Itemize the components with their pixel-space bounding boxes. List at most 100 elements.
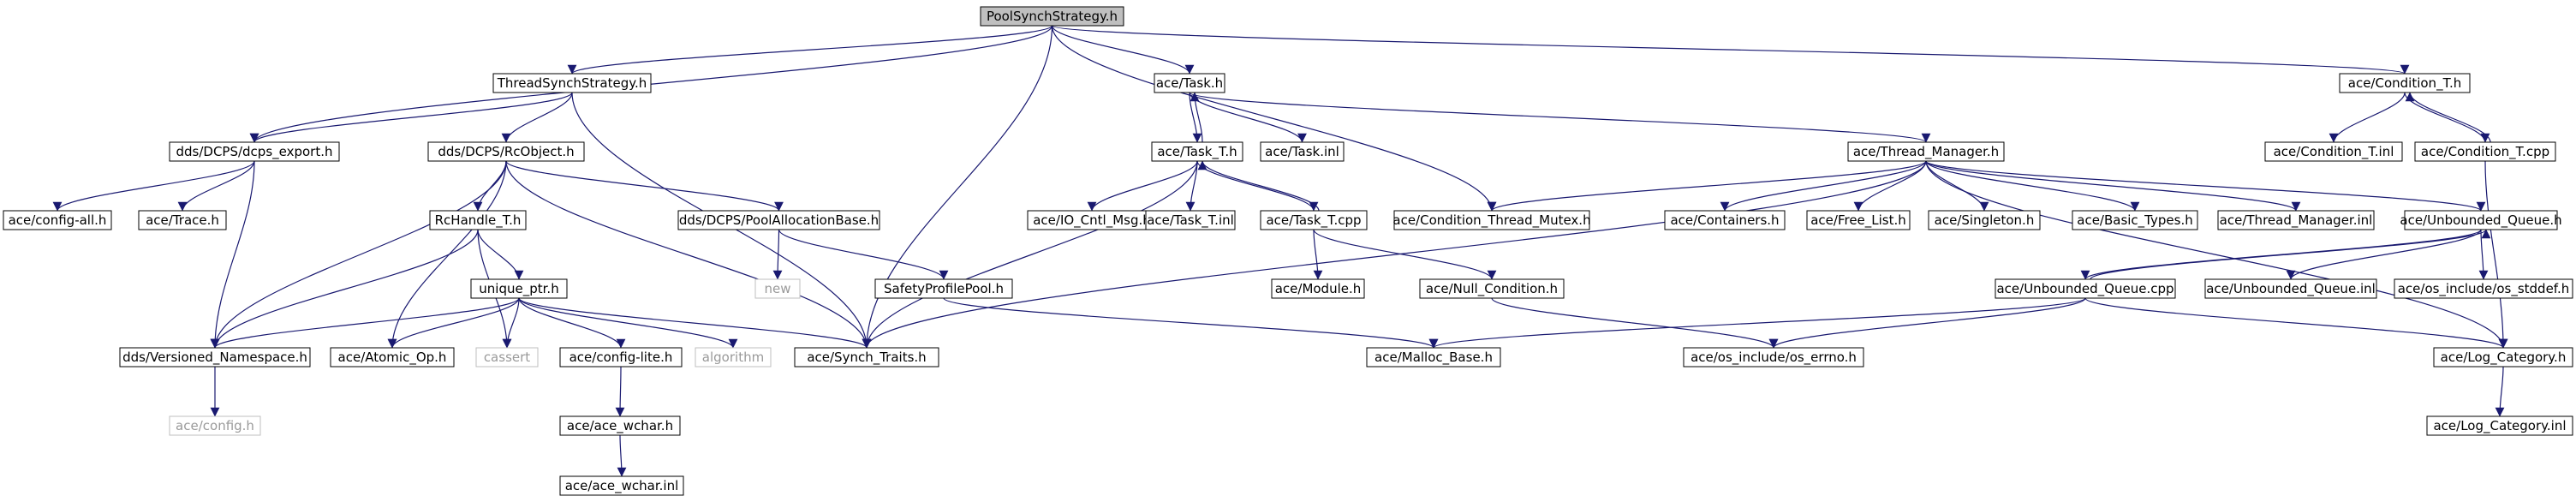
edge-n_dcps_export-to-n_trace — [177, 160, 255, 212]
graph-node-ace-wchar[interactable]: ace/ace_wchar.h — [559, 415, 681, 436]
node-box — [980, 6, 1124, 27]
edge-n_root-to-n_tss — [567, 25, 1053, 75]
node-box — [1393, 210, 1590, 230]
edge-n_cond_t-to-n_cond_t_inl — [2329, 92, 2406, 143]
graph-node-config-lite[interactable]: ace/config-lite.h — [559, 347, 683, 368]
edge-n_tss-to-n_rcobject — [501, 92, 573, 143]
edge-n_root-to-n_dcps_export — [249, 25, 1053, 143]
graph-node-atomic-op[interactable]: ace/Atomic_Op.h — [330, 347, 455, 368]
node-box — [1683, 347, 1864, 368]
graph-node-free-list[interactable]: ace/Free_List.h — [1806, 210, 1911, 230]
node-label: ace/Task.inl — [1265, 144, 1339, 159]
graph-node-task-inl[interactable]: ace/Task.inl — [1260, 141, 1345, 162]
graph-node-cond-t[interactable]: ace/Condition_T.h — [2339, 73, 2471, 93]
graph-node-cond-t-cpp[interactable]: ace/Condition_T.cpp — [2414, 141, 2556, 162]
graph-node-tss[interactable]: ThreadSynchStrategy.h — [492, 73, 652, 93]
graph-node-io-cntl[interactable]: ace/IO_Cntl_Msg.h — [1027, 210, 1157, 230]
graph-node-safety[interactable]: SafetyProfilePool.h — [874, 278, 1013, 299]
graph-node-task-t[interactable]: ace/Task_T.h — [1151, 141, 1243, 162]
graph-node-anet-task[interactable]: ace/Task.h — [1154, 73, 1225, 93]
graph-node-config-all[interactable]: ace/config-all.h — [3, 210, 112, 230]
graph-node-pool-alloc[interactable]: dds/DCPS/PoolAllocationBase.h — [677, 210, 880, 230]
node-label: ace/Condition_T.inl — [2274, 144, 2394, 160]
node-label: dds/Versioned_Namespace.h — [122, 350, 307, 366]
node-label: ace/Basic_Types.h — [2077, 212, 2192, 229]
graph-node-rchandle[interactable]: RcHandle_T.h — [429, 210, 527, 230]
node-label: ace/Thread_Manager.inl — [2220, 212, 2373, 229]
node-label: ace/Free_List.h — [1810, 212, 1906, 229]
graph-node-synch-traits[interactable]: ace/Synch_Traits.h — [794, 347, 939, 368]
node-label: ace/Condition_T.cpp — [2421, 144, 2549, 160]
node-label: SafetyProfilePool.h — [884, 281, 1004, 296]
node-label: PoolSynchStrategy.h — [987, 9, 1118, 24]
node-box — [874, 278, 1013, 299]
graph-node-null-cond[interactable]: ace/Null_Condition.h — [1419, 278, 1565, 299]
graph-node-os-errno[interactable]: ace/os_include/os_errno.h — [1683, 347, 1864, 368]
edge-n_unique_ptr-to-n_cassert — [502, 297, 520, 349]
graph-node-unb-q-inl[interactable]: ace/Unbounded_Queue.inl — [2204, 278, 2377, 299]
edge-n_rchandle-to-n_versioned_ns — [210, 229, 479, 349]
node-box — [470, 278, 568, 299]
graph-node-unique-ptr[interactable]: unique_ptr.h — [470, 278, 568, 299]
node-label: dds/DCPS/RcObject.h — [438, 144, 574, 159]
graph-node-malloc-base[interactable]: ace/Malloc_Base.h — [1366, 347, 1501, 368]
node-box — [1928, 210, 2041, 230]
node-box — [492, 73, 652, 93]
edge-n_unb_q-to-n_os_stddef — [2478, 229, 2489, 280]
node-label: ace/os_include/os_stddef.h — [2398, 281, 2570, 297]
node-box — [2339, 73, 2471, 93]
graph-node-ctm[interactable]: ace/Condition_Thread_Mutex.h — [1392, 210, 1591, 230]
node-label: ace/Log_Category.inl — [2433, 418, 2566, 434]
graph-node-task-t-inl[interactable]: ace/Task_T.inl — [1145, 210, 1236, 230]
graph-node-ace-wchar-inl[interactable]: ace/ace_wchar.inl — [559, 475, 684, 496]
node-box — [2404, 210, 2558, 230]
graph-node-tm-inl[interactable]: ace/Thread_Manager.inl — [2217, 210, 2375, 230]
graph-node-rcobject[interactable]: dds/DCPS/RcObject.h — [427, 141, 585, 162]
graph-node-trace[interactable]: ace/Trace.h — [138, 210, 227, 230]
node-label: ace/os_include/os_errno.h — [1690, 350, 1857, 366]
graph-node-log-cat-inl[interactable]: ace/Log_Category.inl — [2426, 415, 2573, 436]
graph-node-basic-types[interactable]: ace/Basic_Types.h — [2072, 210, 2198, 230]
node-box — [475, 347, 539, 368]
edge-n_task_t-to-n_anet_task — [1190, 92, 1203, 143]
graph-node-versioned-ns[interactable]: dds/Versioned_Namespace.h — [119, 347, 311, 368]
edge-n_unique_ptr-to-n_versioned_ns — [210, 297, 520, 349]
graph-node-thread-mgr[interactable]: ace/Thread_Manager.h — [1847, 141, 2005, 162]
node-box — [429, 210, 527, 230]
edge-n_anet_task-to-n_task_t — [1189, 92, 1202, 143]
edge-n_anet_task-to-n_thread_mgr — [1189, 92, 1930, 143]
node-box — [330, 347, 455, 368]
edge-n_safety-to-n_malloc_base — [943, 297, 1439, 349]
node-label: new — [764, 281, 790, 296]
node-box — [1419, 278, 1565, 299]
node-box — [1154, 73, 1225, 93]
edge-n_thread_mgr-to-n_log_cat — [1925, 160, 2508, 349]
edge-n_task_t_cpp-to-n_null_cond — [1313, 229, 1497, 280]
node-label: ace/Singleton.h — [1935, 212, 2035, 228]
node-box — [119, 347, 311, 368]
graph-node-module[interactable]: ace/Module.h — [1271, 278, 1365, 299]
graph-node-os-stddef[interactable]: ace/os_include/os_stddef.h — [2394, 278, 2573, 299]
graph-node-unb-q[interactable]: ace/Unbounded_Queue.h — [2400, 210, 2562, 230]
graph-node-root[interactable]: PoolSynchStrategy.h — [980, 6, 1124, 27]
node-box — [1151, 141, 1243, 162]
graph-node-unb-q-cpp[interactable]: ace/Unbounded_Queue.cpp — [1995, 278, 2176, 299]
edge-n_rcobject-to-n_pool_alloc — [505, 160, 784, 212]
graph-node-containers[interactable]: ace/Containers.h — [1664, 210, 1786, 230]
edge-n_thread_mgr-to-n_basic_types — [1925, 160, 2140, 212]
node-label: ace/Condition_Thread_Mutex.h — [1392, 212, 1590, 229]
node-label: ace/Task_T.h — [1157, 144, 1237, 160]
graph-node-task-t-cpp[interactable]: ace/Task_T.cpp — [1260, 210, 1368, 230]
node-label: unique_ptr.h — [479, 281, 558, 297]
node-label: ace/Log_Category.h — [2441, 350, 2567, 366]
graph-node-cassert: cassert — [475, 347, 539, 368]
edge-n_unb_q_cpp-to-n_malloc_base — [1428, 297, 2086, 349]
graph-node-cond-t-inl[interactable]: ace/Condition_T.inl — [2264, 141, 2403, 162]
graph-node-singleton[interactable]: ace/Singleton.h — [1928, 210, 2041, 230]
graph-node-config-h: ace/config.h — [169, 415, 261, 436]
graph-node-log-cat[interactable]: ace/Log_Category.h — [2433, 347, 2573, 368]
graph-node-dcps-export[interactable]: dds/DCPS/dcps_export.h — [169, 141, 340, 162]
node-label: ace/Atomic_Op.h — [338, 350, 447, 366]
edge-n_cond_t-to-n_cond_t_cpp — [2404, 92, 2490, 143]
